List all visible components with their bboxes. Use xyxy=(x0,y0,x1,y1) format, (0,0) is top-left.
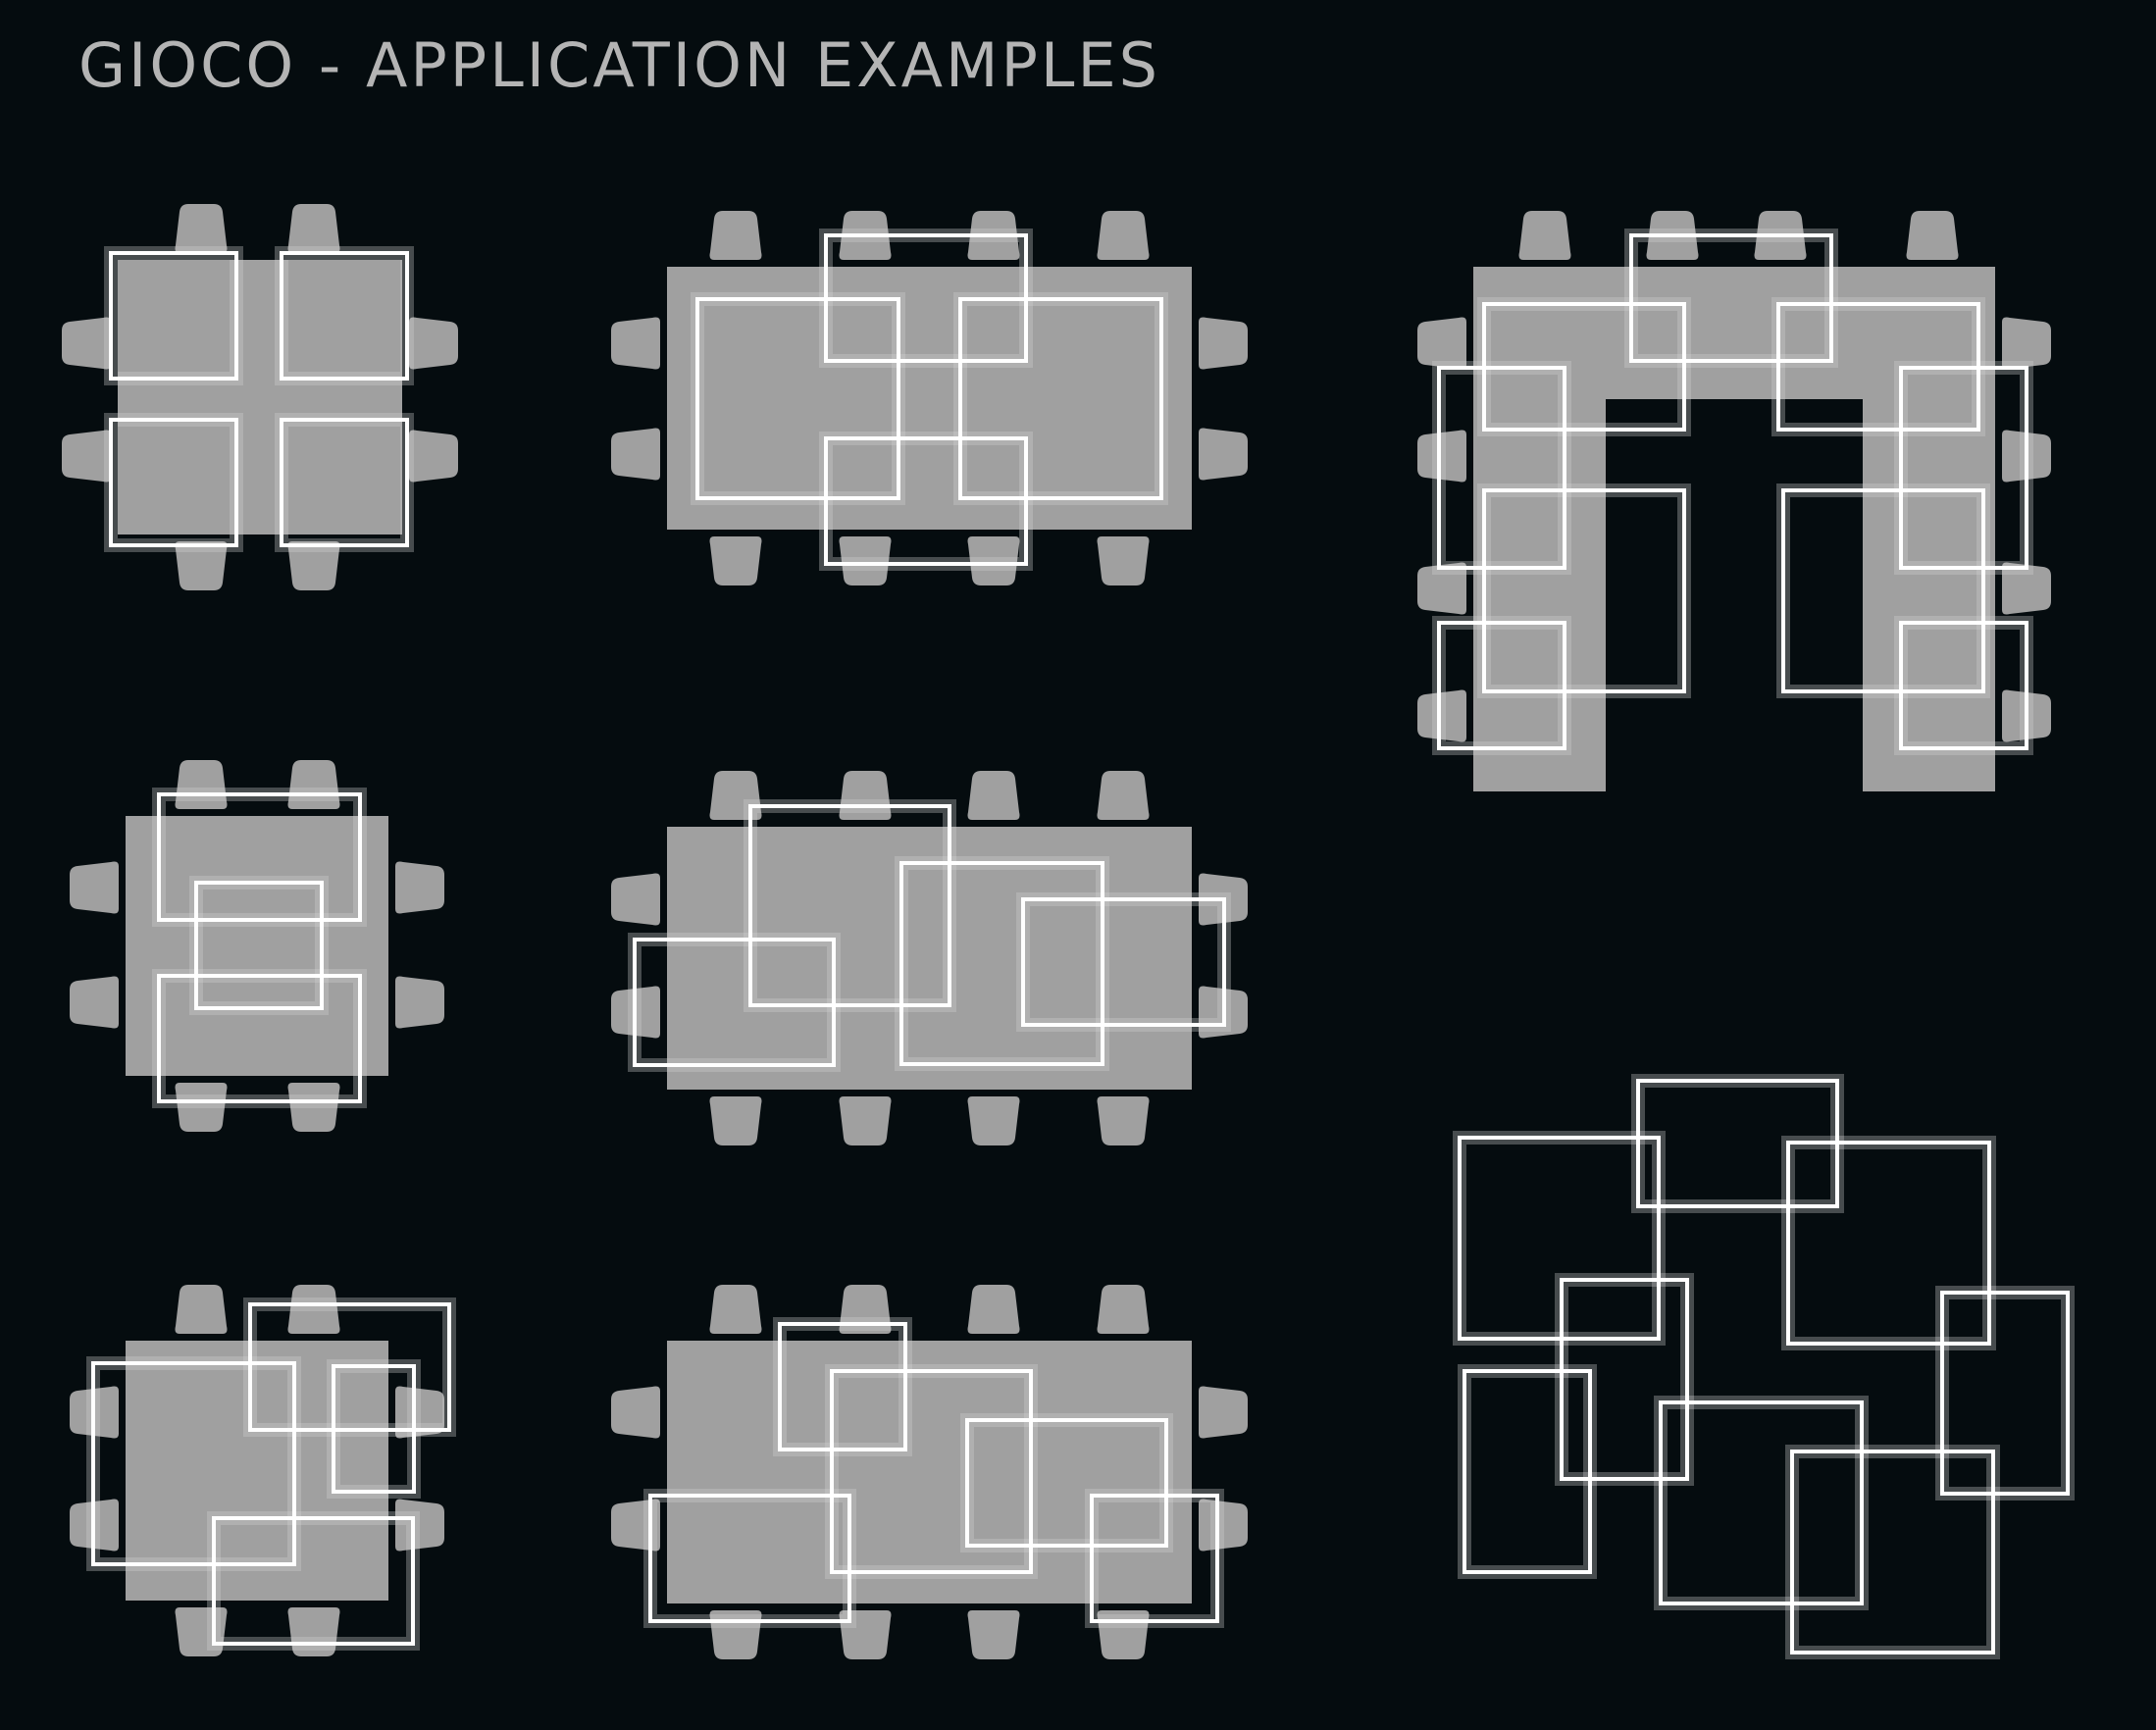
chair-icon xyxy=(709,536,762,585)
layout-long-rectangle-1 xyxy=(611,211,1248,585)
table-module-outline xyxy=(280,251,409,381)
chair-icon xyxy=(175,1285,228,1334)
chair-icon xyxy=(611,1386,660,1439)
table-module-outline xyxy=(778,1322,907,1451)
table-module-outline xyxy=(109,418,238,547)
table-module-outline xyxy=(1437,366,1566,570)
module-glow xyxy=(1781,1136,1996,1350)
table-module-outline xyxy=(824,436,1028,566)
table-module-outline xyxy=(1940,1291,2070,1496)
layout-four-square xyxy=(62,204,458,590)
table-module-outline xyxy=(1482,488,1686,693)
chair-icon xyxy=(967,1285,1020,1334)
chair-icon xyxy=(1097,211,1150,260)
chair-icon xyxy=(611,317,660,370)
table-module-outline xyxy=(109,251,238,381)
table-module-outline xyxy=(1899,621,2028,750)
table-top xyxy=(1473,267,1606,791)
chair-icon xyxy=(175,760,228,809)
table-module-outline xyxy=(248,1302,451,1432)
chair-icon xyxy=(839,1096,892,1145)
layout-long-rectangle-3 xyxy=(611,1285,1248,1659)
table-module-outline xyxy=(91,1361,296,1566)
chair-icon xyxy=(1097,1096,1150,1145)
chair-icon xyxy=(611,873,660,926)
module-glow xyxy=(1458,1364,1597,1579)
chair-icon xyxy=(611,428,660,481)
table-module-outline xyxy=(1786,1141,1991,1346)
chair-icon xyxy=(395,976,444,1029)
table-top xyxy=(667,1341,1192,1603)
table-module-outline xyxy=(212,1516,415,1646)
chair-icon xyxy=(62,430,111,483)
table-module-outline xyxy=(965,1418,1168,1548)
table-module-outline xyxy=(648,1494,851,1623)
layout-long-rectangle-2 xyxy=(611,771,1248,1145)
chair-icon xyxy=(70,976,119,1029)
table-module-outline xyxy=(695,297,900,500)
module-glow xyxy=(1785,1445,2000,1659)
chair-icon xyxy=(709,1096,762,1145)
layout-u-shape xyxy=(1417,211,2051,791)
module-glow xyxy=(1935,1286,2075,1501)
table-module-outline xyxy=(824,233,1028,363)
table-module-outline xyxy=(332,1364,416,1494)
chair-icon xyxy=(62,317,111,370)
chair-icon xyxy=(967,1096,1020,1145)
table-module-outline xyxy=(1021,897,1226,1027)
table-module-outline xyxy=(748,804,951,1007)
chair-icon xyxy=(1199,1386,1248,1439)
layout-offset-square xyxy=(70,1285,456,1656)
chair-icon xyxy=(709,211,762,260)
table-module-outline xyxy=(1560,1278,1689,1481)
chair-icon xyxy=(287,204,340,253)
table-module-outline xyxy=(1090,1494,1219,1623)
chair-icon xyxy=(1097,536,1150,585)
chair-icon xyxy=(1097,1285,1150,1334)
table-module-outline xyxy=(1790,1450,1995,1654)
table-module-outline xyxy=(1458,1136,1661,1341)
table-module-outline xyxy=(830,1369,1033,1574)
chair-icon xyxy=(1906,211,1959,260)
layout-free-cluster xyxy=(1453,1074,2075,1659)
table-top xyxy=(126,1341,388,1601)
table-top xyxy=(126,816,388,1076)
table-module-outline xyxy=(157,792,362,922)
module-glow xyxy=(1555,1273,1694,1486)
layout-compact-stack xyxy=(70,760,444,1132)
chair-icon xyxy=(395,861,444,914)
table-module-outline xyxy=(899,861,1104,1066)
table-module-outline xyxy=(958,297,1163,500)
chair-icon xyxy=(409,317,458,370)
chair-icon xyxy=(175,204,228,253)
chair-icon xyxy=(409,430,458,483)
chair-icon xyxy=(967,1610,1020,1659)
table-module-outline xyxy=(157,974,362,1103)
table-top xyxy=(118,260,402,534)
chair-icon xyxy=(1518,211,1571,260)
chair-icon xyxy=(1097,771,1150,820)
chair-icon xyxy=(709,1285,762,1334)
chair-icon xyxy=(70,861,119,914)
table-module-outline xyxy=(1437,621,1566,750)
table-module-outline xyxy=(1629,233,1833,363)
table-module-outline xyxy=(1781,488,1985,693)
page-title: GIOCO - APPLICATION EXAMPLES xyxy=(78,29,1160,101)
table-module-outline xyxy=(633,938,836,1067)
chair-icon xyxy=(1199,428,1248,481)
table-module-outline xyxy=(1463,1369,1592,1574)
chair-icon xyxy=(1199,317,1248,370)
chair-icon xyxy=(967,771,1020,820)
table-module-outline xyxy=(194,881,324,1010)
chair-icon xyxy=(287,760,340,809)
table-module-outline xyxy=(1899,366,2028,570)
table-top xyxy=(667,267,1192,530)
table-module-outline xyxy=(1659,1400,1864,1605)
table-module-outline xyxy=(280,418,409,547)
table-top xyxy=(1863,267,1995,791)
